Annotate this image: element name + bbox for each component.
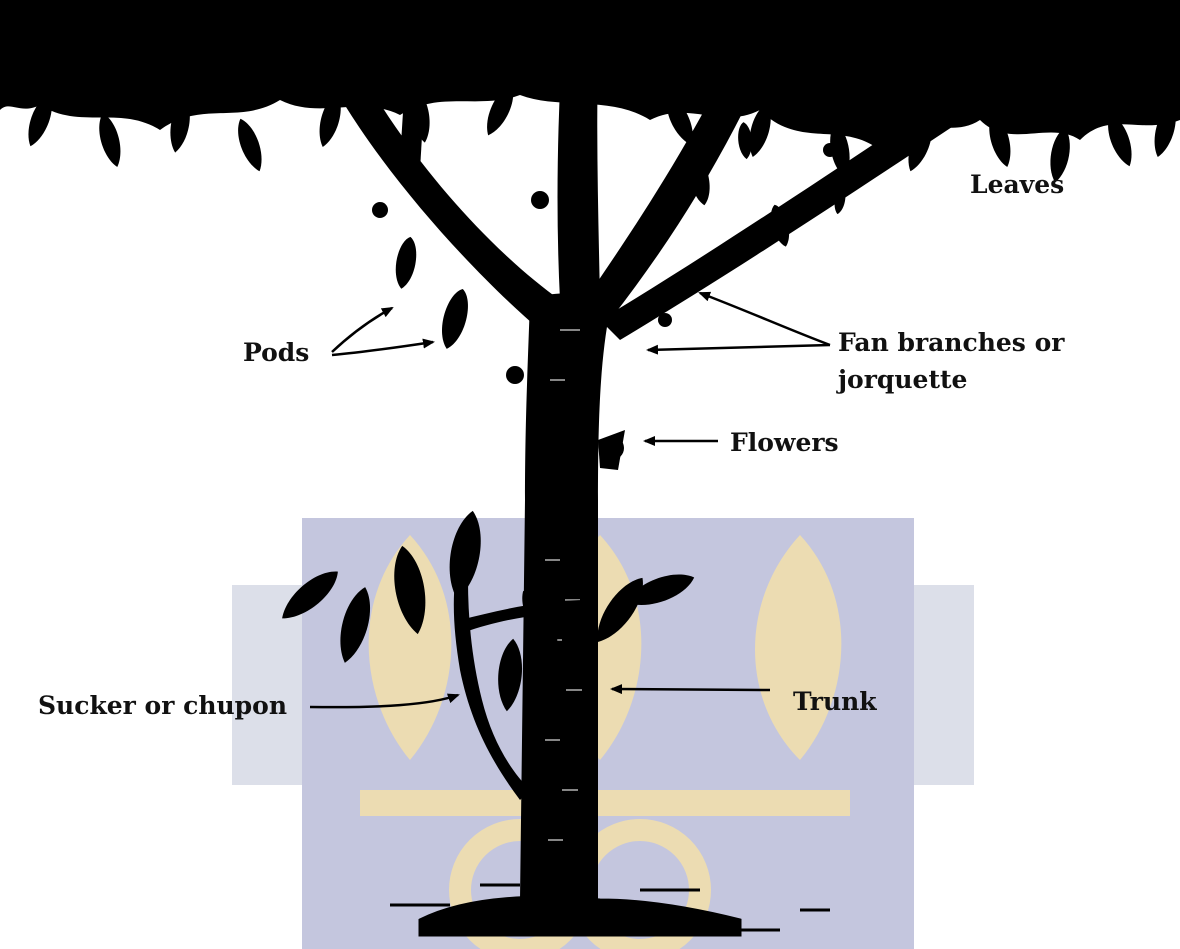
fan-arrow-1: [700, 293, 830, 345]
label-fan-branches-line1: Fan branches or: [838, 328, 1065, 357]
label-sucker: Sucker or chupon: [38, 691, 287, 720]
label-trunk: Trunk: [793, 687, 877, 716]
label-leaves: Leaves: [970, 170, 1064, 199]
pods-arrow-1: [332, 308, 392, 352]
fan-arrow-2: [648, 345, 830, 350]
pods-arrow-2: [332, 342, 433, 355]
label-pods: Pods: [243, 338, 309, 367]
crest-watermark: [232, 518, 974, 949]
trunk-arrow: [612, 689, 770, 690]
label-fan-branches-line2: jorquette: [836, 365, 967, 394]
label-flowers: Flowers: [730, 428, 839, 457]
